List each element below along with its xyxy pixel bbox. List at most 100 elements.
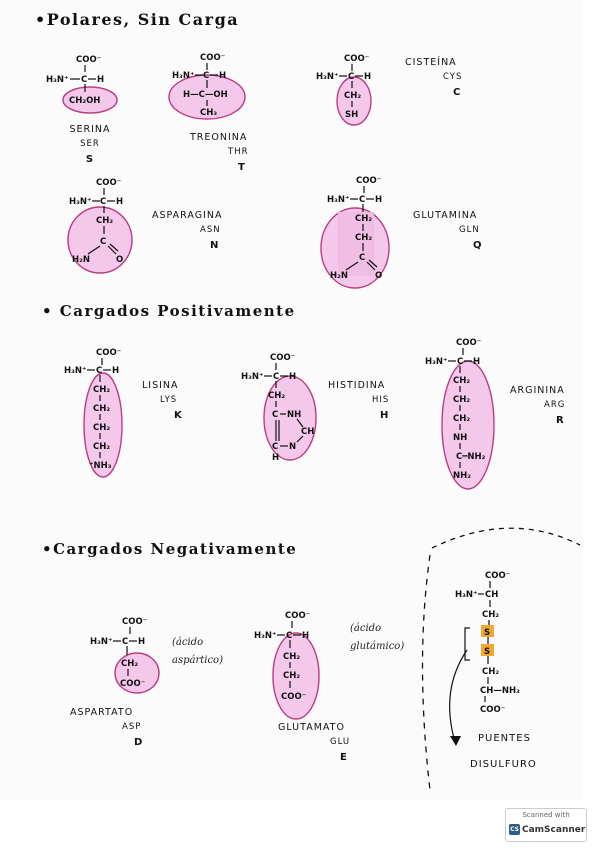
arginine-ch2-3: CH₂ (453, 414, 470, 424)
arginine-coo: COO⁻ (456, 338, 481, 348)
asparagine-coo: COO⁻ (96, 178, 121, 188)
serine-coo: COO⁻ (76, 55, 101, 65)
arginine-ch2-2: CH₂ (453, 395, 470, 405)
threonine-hcoh: H—C—OH (183, 90, 228, 100)
disulfide-ch-top: CH (485, 590, 498, 600)
serine-h3n: H₃N⁺ (46, 75, 68, 85)
histidine-h: H (289, 372, 296, 382)
aspartate-ch2: CH₂ (121, 659, 138, 669)
sulfur-bottom-highlight (481, 644, 494, 656)
asparagine-h: H (116, 197, 123, 207)
cysteine-ch2: CH₂ (344, 91, 361, 101)
cysteine-structure: COO⁻ H₃N⁺ C H CH₂ SH (316, 54, 372, 126)
glutamate-structure: COO⁻ H₃N⁺ C H CH₂ CH₂ COO⁻ (254, 611, 320, 720)
aspartate-structure: COO⁻ H₃N⁺ C H CH₂ COO⁻ (90, 617, 160, 694)
asparagine-structure: COO⁻ H₃N⁺ C H CH₂ C H₂N O (67, 178, 133, 274)
arginine-nh2: NH₂ (453, 471, 471, 481)
glutamine-coo: COO⁻ (356, 176, 381, 186)
structures-canvas: COO⁻ H₃N⁺ C H CH₂OH COO⁻ H₃N⁺ C H H—C—OH… (46, 53, 581, 791)
histidine-c: C (273, 372, 279, 382)
serine-structure: COO⁻ H₃N⁺ C H CH₂OH (46, 55, 118, 114)
glutamate-ch2-b: CH₂ (283, 671, 300, 681)
lysine-structure: COO⁻ H₃N⁺ C H CH₂ CH₂ CH₂ CH₂ ⁺NH₃ (64, 348, 123, 478)
aspartate-h3n: H₃N⁺ (90, 637, 112, 647)
asparagine-o: O (116, 255, 123, 265)
threonine-h3n: H₃N⁺ (172, 71, 194, 81)
serine-h: H (97, 75, 104, 85)
aspartate-coo: COO⁻ (122, 617, 147, 627)
lysine-ch2-3: CH₂ (93, 423, 110, 433)
arginine-c: C (457, 357, 463, 367)
glutamate-side-chain-highlight (272, 632, 320, 720)
disulfide-structure: COO⁻ H₃N⁺ CH CH₂ S S CH₂ CH—NH₃ COO⁻ (421, 527, 581, 791)
asparagine-h3n: H₃N⁺ (69, 197, 91, 207)
threonine-c: C (203, 71, 209, 81)
histidine-side-chain-highlight (263, 375, 317, 461)
cysteine-h3n: H₃N⁺ (316, 72, 338, 82)
cysteine-coo: COO⁻ (344, 54, 369, 64)
glutamate-c: C (286, 631, 292, 641)
histidine-structure: COO⁻ H₃N⁺ C H CH₂ C NH CH C N H (241, 353, 317, 463)
glutamine-h3n: H₃N⁺ (327, 195, 349, 205)
serine-ch2oh: CH₂OH (69, 96, 100, 106)
cysteine-c: C (348, 72, 354, 82)
arginine-h: H (473, 357, 480, 367)
aspartate-side-coo: COO⁻ (120, 679, 145, 689)
scanned-page: •Polares, Sin Carga • Cargados Positivam… (35, 10, 581, 791)
arginine-h3n: H₃N⁺ (425, 357, 447, 367)
histidine-ring-c2: C (272, 442, 278, 452)
serine-c: C (81, 75, 87, 85)
disulfide-ch-nh3: CH—NH₃ (480, 686, 520, 696)
asparagine-ch2: CH₂ (96, 216, 113, 226)
threonine-side-chain-highlight (168, 74, 246, 120)
lysine-h3n: H₃N⁺ (64, 366, 86, 376)
threonine-structure: COO⁻ H₃N⁺ C H H—C—OH CH₃ (168, 53, 246, 120)
glutamate-h3n: H₃N⁺ (254, 631, 276, 641)
section-heading-positive: • Cargados Positivamente (42, 302, 296, 320)
arginine-structure: COO⁻ H₃N⁺ C H CH₂ CH₂ CH₂ NH C═NH₂ NH₂ (425, 338, 495, 490)
lysine-c: C (96, 366, 102, 376)
lysine-ch2-2: CH₂ (93, 404, 110, 414)
glutamate-coo: COO⁻ (285, 611, 310, 621)
disulfide-ch2-bottom: CH₂ (482, 667, 499, 677)
glutamine-ch2-a: CH₂ (355, 214, 372, 224)
histidine-nh: NH (287, 410, 301, 420)
aspartate-c: C (122, 637, 128, 647)
section-heading-negative: •Cargados Negativamente (42, 540, 298, 558)
disulfide-coo-top: COO⁻ (485, 571, 510, 581)
arginine-cnh2: C═NH₂ (456, 452, 486, 462)
cysteine-side-chain-highlight (336, 76, 372, 126)
lysine-ch2-1: CH₂ (93, 385, 110, 395)
glutamine-c: C (359, 195, 365, 205)
glutamine-h2n: H₂N (330, 271, 348, 281)
section-heading-polar: •Polares, Sin Carga (35, 10, 240, 29)
asparagine-amide-c: C (100, 237, 106, 247)
disulfide-s-top: S (484, 628, 490, 638)
sulfur-top-highlight (481, 625, 494, 637)
threonine-ch3: CH₃ (200, 108, 217, 118)
asparagine-c: C (100, 197, 106, 207)
glutamate-side-coo: COO⁻ (281, 692, 306, 702)
glutamine-o: O (375, 271, 382, 281)
lysine-h: H (112, 366, 119, 376)
histidine-ring-c: C (272, 410, 278, 420)
histidine-coo: COO⁻ (270, 353, 295, 363)
threonine-h: H (219, 71, 226, 81)
cysteine-sh: SH (345, 110, 358, 120)
disulfide-ch2-top: CH₂ (482, 610, 499, 620)
aspartate-h: H (138, 637, 145, 647)
serine-side-chain-highlight (62, 86, 118, 114)
glutamine-h: H (375, 195, 382, 205)
histidine-h2: H (272, 453, 279, 463)
glutamate-ch2-a: CH₂ (283, 652, 300, 662)
